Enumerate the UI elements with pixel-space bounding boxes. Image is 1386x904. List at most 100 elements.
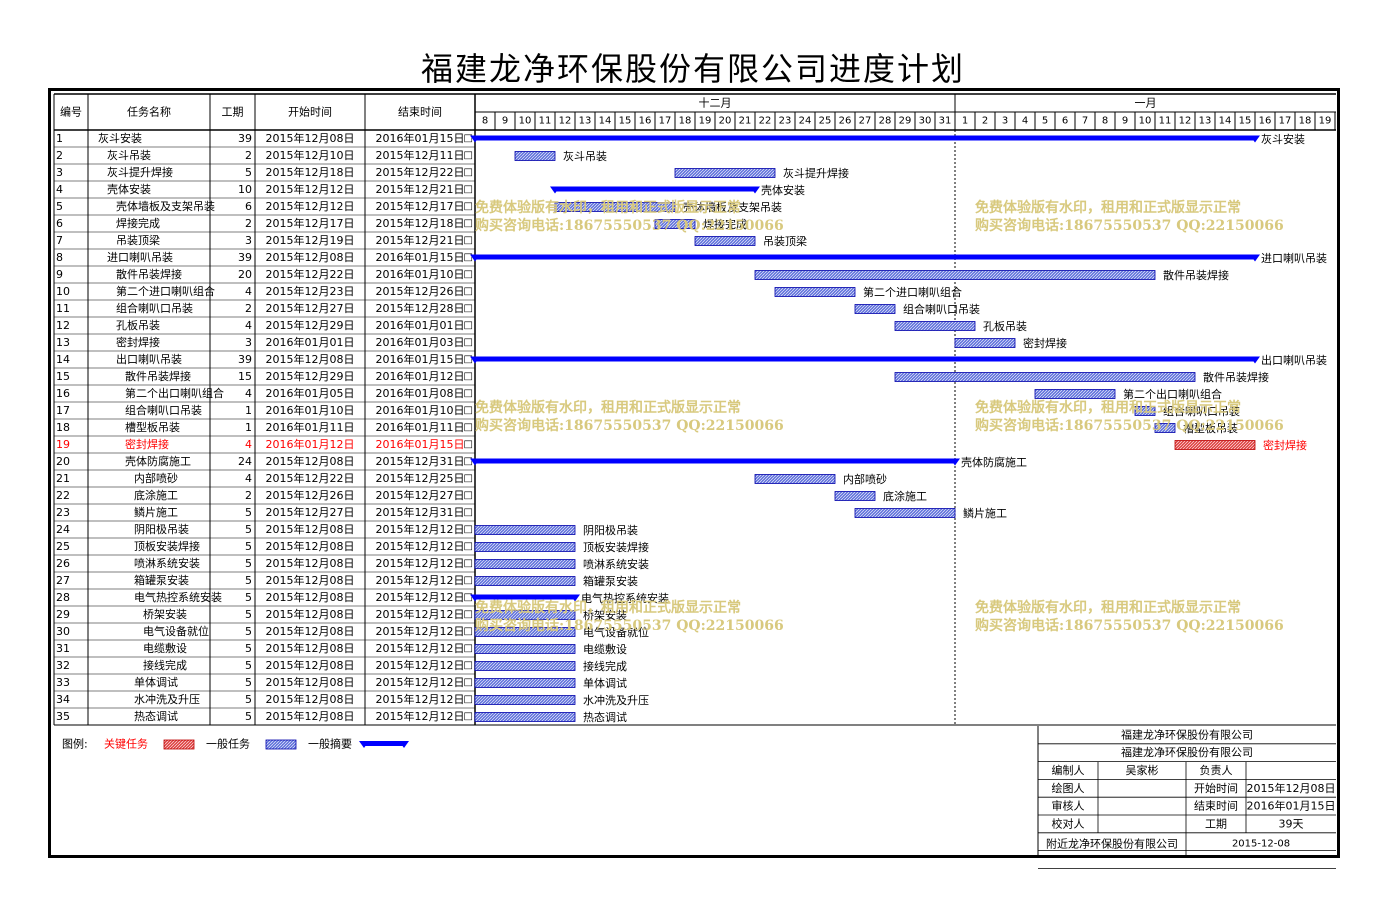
task-end: 2016年01月15日: [376, 131, 465, 145]
task-bar: [474, 525, 576, 535]
task-bar: [894, 372, 1196, 382]
task-id: 11: [56, 302, 70, 315]
task-duration: 5: [245, 166, 252, 179]
bar-label: 壳体防腐施工: [961, 455, 1027, 469]
task-duration: 1: [245, 404, 252, 417]
bar-label: 灰斗安装: [1261, 132, 1305, 146]
task-duration: 6: [245, 200, 252, 213]
header-end: 结束时间: [398, 106, 442, 119]
day-tick-label: 27: [859, 116, 872, 127]
task-start: 2015年12月08日: [266, 556, 355, 570]
task-id: 20: [56, 455, 70, 468]
summary-bar: [475, 458, 955, 464]
task-name: 鳞片施工: [134, 505, 178, 519]
task-duration: 5: [245, 591, 252, 604]
summary-bar-end-marker: [750, 186, 760, 194]
task-id: 3: [56, 166, 63, 179]
watermark-text: 免费体验版有水印，租用和正式版显示正常: [475, 399, 741, 416]
calendar-icon: □: [464, 150, 473, 161]
task-id: 16: [56, 387, 70, 400]
bar-label: 密封焊接: [1263, 438, 1307, 452]
info-cell: 负责人: [1200, 763, 1233, 777]
bar-label: 壳体墙板及支架吊装: [683, 200, 782, 214]
task-bar: [474, 610, 576, 620]
task-name: 槽型板吊装: [125, 420, 180, 434]
info-cell: 39天: [1279, 817, 1304, 830]
header-duration: 工期: [222, 106, 244, 119]
task-bar: [674, 168, 776, 178]
day-tick-label: 8: [1102, 116, 1108, 127]
task-bar: [474, 576, 576, 586]
task-end: 2015年12月31日: [376, 505, 465, 519]
task-id: 33: [56, 676, 70, 689]
task-duration: 24: [238, 455, 252, 468]
task-start: 2015年12月27日: [266, 301, 355, 315]
info-cell: 工期: [1205, 817, 1227, 830]
day-tick-label: 14: [599, 116, 612, 127]
legend-task-swatch: [265, 739, 297, 750]
task-name: 吊装顶梁: [116, 233, 160, 247]
critical-task-bar: [1174, 440, 1256, 450]
bar-label: 壳体安装: [761, 183, 805, 197]
calendar-icon: □: [464, 218, 473, 229]
bar-label: 箱罐泵安装: [583, 574, 638, 588]
task-id: 7: [56, 234, 63, 247]
task-name: 灰斗吊装: [107, 148, 151, 162]
task-bar: [654, 219, 696, 229]
task-bar: [774, 287, 856, 297]
task-name: 组合喇叭口吊装: [116, 301, 193, 315]
summary-bar-start-marker: [470, 135, 480, 143]
task-duration: 5: [245, 574, 252, 587]
task-bar: [474, 712, 576, 722]
header-task-name: 任务名称: [127, 105, 171, 119]
info-cell: 开始时间: [1194, 781, 1238, 795]
page-title: 福建龙净环保股份有限公司进度计划: [420, 50, 965, 88]
month-dec: 十二月: [699, 96, 732, 110]
task-name: 第二个出口喇叭组合: [125, 386, 224, 400]
task-start: 2015年12月08日: [266, 539, 355, 553]
task-duration: 4: [245, 472, 252, 485]
task-end: 2015年12月12日: [376, 590, 465, 604]
task-bar: [1034, 389, 1116, 399]
task-duration: 5: [245, 523, 252, 536]
bar-label: 第二个出口喇叭组合: [1123, 387, 1222, 401]
bar-label: 水冲洗及升压: [583, 693, 649, 707]
task-duration: 2: [245, 217, 252, 230]
day-tick-label: 1: [962, 116, 968, 127]
task-end: 2015年12月12日: [376, 709, 465, 723]
task-bar: [474, 644, 576, 654]
task-id: 30: [56, 625, 70, 638]
day-tick-label: 16: [1259, 116, 1272, 127]
watermark-text: 购买咨询电话:18675550537 QQ:22150066: [975, 617, 1284, 634]
day-tick-label: 15: [619, 116, 632, 127]
day-tick-label: 18: [679, 116, 692, 127]
task-id: 22: [56, 489, 70, 502]
task-end: 2015年12月12日: [376, 607, 465, 621]
task-id: 18: [56, 421, 70, 434]
task-end: 2015年12月21日: [376, 182, 465, 196]
task-end: 2016年01月10日: [376, 403, 465, 417]
task-end: 2016年01月15日: [376, 250, 465, 264]
calendar-icon: □: [464, 167, 473, 178]
task-duration: 5: [245, 506, 252, 519]
task-name: 进口喇叭吊装: [107, 250, 173, 264]
day-tick-label: 13: [1199, 116, 1212, 127]
task-id: 34: [56, 693, 70, 706]
task-name: 散件吊装焊接: [125, 369, 191, 383]
task-duration: 2: [245, 149, 252, 162]
task-duration: 5: [245, 659, 252, 672]
task-start: 2015年12月19日: [266, 233, 355, 247]
summary-bar-end-marker: [1250, 135, 1260, 143]
task-duration: 2: [245, 489, 252, 502]
task-bar: [954, 338, 1016, 348]
bar-label: 组合喇叭口吊装: [903, 302, 980, 316]
summary-bar-start-marker: [470, 356, 480, 364]
task-duration: 4: [245, 387, 252, 400]
task-duration: 20: [238, 268, 252, 281]
watermark-text: 购买咨询电话:18675550537 QQ:22150066: [475, 617, 784, 634]
watermark-text: 免费体验版有水印，租用和正式版显示正常: [475, 199, 741, 216]
task-duration: 4: [245, 285, 252, 298]
task-name: 热态调试: [134, 710, 178, 723]
task-start: 2015年12月08日: [266, 522, 355, 536]
